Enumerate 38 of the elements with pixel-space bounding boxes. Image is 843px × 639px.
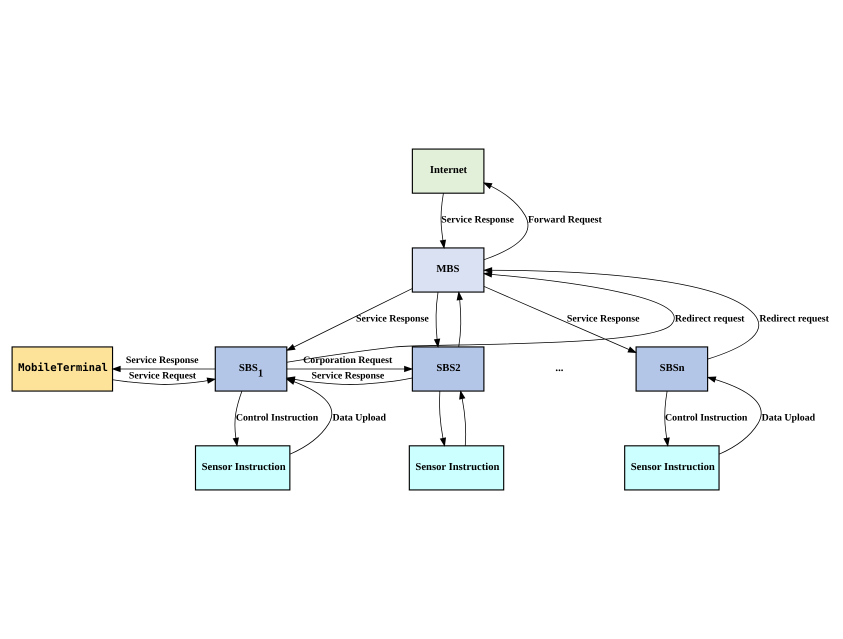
edge-label: Service Request <box>128 370 196 382</box>
arrow <box>112 366 216 372</box>
label: ... <box>555 363 564 374</box>
arrow <box>286 366 414 372</box>
arrow <box>456 291 463 348</box>
node-box: Sensor Instruction <box>194 445 290 491</box>
arrow <box>232 390 242 447</box>
arrow <box>663 390 670 447</box>
arrow <box>112 378 216 385</box>
edge-label: Control Instruction <box>236 412 318 424</box>
node-box: MobileTerminal <box>12 346 114 392</box>
node-box: Sensor Instruction <box>624 445 720 491</box>
edge-label: Redirect request <box>759 313 829 324</box>
arrow <box>434 292 440 348</box>
edge-label: Forward Request <box>528 214 602 226</box>
edge-label: Data Upload <box>762 412 816 424</box>
node-box: Internet <box>412 148 484 194</box>
node-box: SBSn <box>636 346 708 392</box>
arrow <box>706 376 762 455</box>
arrow <box>484 286 638 354</box>
arrow <box>286 378 332 455</box>
edge-label: Data Upload <box>332 412 386 424</box>
edge-label: Service Response <box>126 355 199 366</box>
arrow <box>440 193 446 250</box>
edge-label: Service Response <box>566 313 640 324</box>
node-box: MBS <box>412 247 484 293</box>
node-box: SBS2 <box>412 346 484 392</box>
edge-label: Service Response <box>441 214 514 226</box>
node-box: Sensor Instruction <box>408 445 504 491</box>
edge-label: Corporation Request <box>303 355 392 366</box>
arrow <box>286 288 413 351</box>
arrow <box>459 390 466 446</box>
edge-label: Control Instruction <box>665 412 748 424</box>
edge-label: Redirect request <box>674 313 744 324</box>
edge-label: Service Response <box>356 313 429 324</box>
arrow <box>482 182 528 260</box>
arrow <box>439 390 446 447</box>
edge-label: Service Response <box>312 370 384 382</box>
